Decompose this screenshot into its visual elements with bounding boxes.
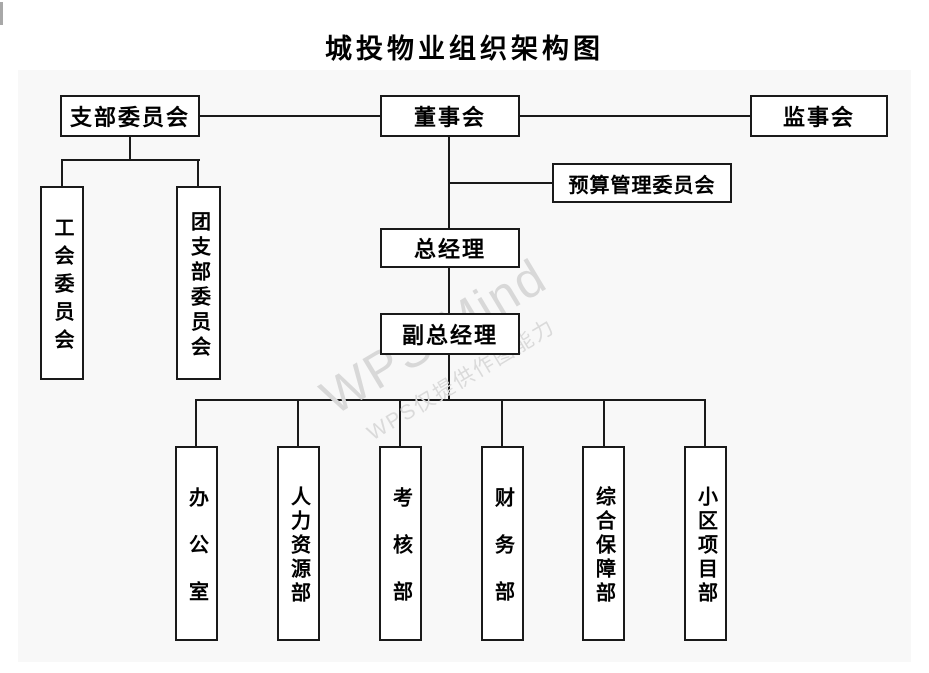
node-youth-league-branch[interactable]: 团支部委员会 — [176, 186, 221, 380]
node-label: 董事会 — [413, 105, 486, 130]
node-label: 考核部 — [389, 486, 412, 628]
edge-gm-dgm — [448, 268, 450, 313]
node-budget-committee[interactable]: 预算管理委员会 — [552, 163, 732, 203]
node-label: 副总经理 — [401, 323, 498, 348]
node-label: 小区项目部 — [694, 485, 717, 606]
edge-drop-office — [195, 400, 197, 446]
edge-drop-union — [61, 160, 63, 186]
node-department-office[interactable]: 办公室 — [175, 446, 218, 641]
edge-board-budget — [448, 182, 552, 184]
window-edge-fragment — [0, 2, 3, 25]
edge-drop-support — [603, 400, 605, 446]
edge-drop-youth — [197, 160, 199, 186]
node-department-community-project[interactable]: 小区项目部 — [684, 446, 727, 641]
node-department-hr[interactable]: 人力资源部 — [277, 446, 320, 641]
node-supervisory-board[interactable]: 监事会 — [750, 95, 888, 137]
node-label: 人力资源部 — [287, 485, 310, 606]
edge-drop-hr — [297, 400, 299, 446]
node-department-finance[interactable]: 财务部 — [481, 446, 524, 641]
edge-branch-board — [200, 115, 380, 117]
node-label: 办公室 — [185, 486, 208, 628]
node-general-manager[interactable]: 总经理 — [380, 228, 520, 268]
node-label: 综合保障部 — [592, 485, 615, 606]
node-label: 团支部委员会 — [187, 210, 210, 361]
edge-drop-project — [704, 400, 706, 446]
node-label: 工会委员会 — [51, 217, 73, 357]
node-branch-committee[interactable]: 支部委员会 — [60, 95, 200, 137]
node-deputy-general-manager[interactable]: 副总经理 — [380, 313, 520, 355]
edge-branch-rail — [61, 159, 200, 161]
node-label: 预算管理委员会 — [568, 174, 716, 197]
node-label: 监事会 — [782, 105, 855, 130]
node-label: 财务部 — [491, 486, 514, 628]
edge-drop-assessment — [399, 400, 401, 446]
edge-dgm-rail — [448, 355, 450, 400]
node-department-assessment[interactable]: 考核部 — [379, 446, 422, 641]
edge-departments-rail — [195, 399, 706, 401]
node-department-support[interactable]: 综合保障部 — [582, 446, 625, 641]
node-board-of-directors[interactable]: 董事会 — [380, 95, 520, 137]
page-title: 城投物业组织架构图 — [325, 34, 604, 64]
edge-drop-finance — [501, 400, 503, 446]
edge-board-supervisory — [520, 115, 750, 117]
diagram-canvas: WPS Mind WPS仅提供作图能力 支部委员会 董事会 监事会 预算管理委员… — [18, 70, 911, 662]
edge-branch-trunk — [129, 137, 131, 161]
node-union-committee[interactable]: 工会委员会 — [40, 186, 84, 380]
node-label: 总经理 — [413, 237, 486, 262]
node-label: 支部委员会 — [69, 105, 190, 130]
